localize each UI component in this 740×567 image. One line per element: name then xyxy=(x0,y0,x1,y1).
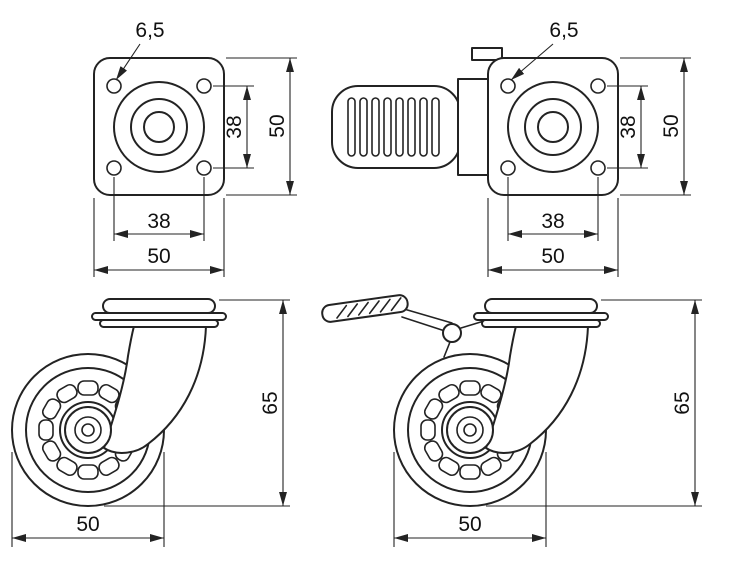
swivel-race-outer xyxy=(507,81,599,173)
dim-label-hole-spacing-horizontal: 38 xyxy=(541,210,564,233)
axle-boss xyxy=(64,406,112,454)
dim-right-hole-spacing-vertical: 38 xyxy=(607,85,648,169)
swivel-race xyxy=(99,319,219,328)
swivel-race-flange xyxy=(473,312,609,321)
mounting-plate xyxy=(93,57,225,196)
dim-left-wheel-diameter: 50 xyxy=(11,452,165,547)
dim-right-plate-width: 50 xyxy=(487,198,619,277)
dim-right-plate-height: 50 xyxy=(620,57,691,196)
right-caster-side-view xyxy=(321,294,609,507)
mounting-plate xyxy=(487,57,619,196)
brake-bracket xyxy=(457,78,489,176)
fork xyxy=(485,325,589,454)
axle xyxy=(74,416,102,444)
right-caster-top-view xyxy=(331,47,619,196)
dim-right-hole-spacing-horizontal: 38 xyxy=(507,177,599,241)
fork xyxy=(103,325,207,454)
dim-label-wheel-diameter: 50 xyxy=(76,513,99,536)
swivel-race xyxy=(481,319,601,328)
dim-label-plate-height: 50 xyxy=(660,114,683,137)
dim-left-hole-spacing-vertical: 38 xyxy=(213,85,254,169)
brake-pedal xyxy=(321,294,485,358)
dim-label-hole-spacing-vertical: 38 xyxy=(223,115,246,138)
axle-boss xyxy=(446,406,494,454)
plate-hole xyxy=(196,160,212,176)
swivel-race-flange xyxy=(91,312,227,321)
brake-pivot xyxy=(442,323,462,343)
dim-right-wheel-diameter: 50 xyxy=(393,452,547,547)
dim-left-hole-diameter: 6,5 xyxy=(115,19,165,81)
dim-label-hole-spacing-horizontal: 38 xyxy=(147,210,170,233)
dim-left-overall-height: 65 xyxy=(104,299,290,507)
dim-label-plate-width: 50 xyxy=(147,245,170,268)
dim-label-overall-height: 65 xyxy=(259,391,282,414)
plate-hole xyxy=(106,160,122,176)
dim-label-wheel-diameter: 50 xyxy=(458,513,481,536)
dim-label-hole-diameter: 6,5 xyxy=(549,19,578,42)
center-hole xyxy=(537,111,569,143)
plate-hole xyxy=(500,160,516,176)
dim-right-overall-height: 65 xyxy=(486,299,702,507)
swivel-race-outer xyxy=(113,81,205,173)
plate-hole xyxy=(196,78,212,94)
top-plate-edge xyxy=(484,298,598,314)
left-caster-side-view xyxy=(11,298,227,507)
axle-center xyxy=(81,423,95,437)
wheel xyxy=(11,353,165,507)
dim-right-hole-diameter: 6,5 xyxy=(510,19,579,81)
axle-center xyxy=(463,423,477,437)
center-hole xyxy=(143,111,175,143)
brake-pin xyxy=(443,341,451,358)
plate-hole xyxy=(590,160,606,176)
brake-lever xyxy=(331,47,503,176)
plate-hole xyxy=(500,78,516,94)
swivel-race-inner xyxy=(524,98,582,156)
plate-hole xyxy=(590,78,606,94)
dim-label-overall-height: 65 xyxy=(671,391,694,414)
dim-label-hole-spacing-vertical: 38 xyxy=(617,115,640,138)
dim-left-plate-width: 50 xyxy=(93,198,225,277)
dim-left-plate-height: 50 xyxy=(226,57,297,196)
dim-left-hole-spacing-horizontal: 38 xyxy=(113,177,205,241)
brake-clip xyxy=(471,47,503,61)
top-plate-edge xyxy=(102,298,216,314)
plate-hole xyxy=(106,78,122,94)
dim-label-plate-width: 50 xyxy=(541,245,564,268)
left-caster-top-view xyxy=(93,57,225,196)
axle xyxy=(456,416,484,444)
dim-label-hole-diameter: 6,5 xyxy=(135,19,164,42)
swivel-race-inner xyxy=(130,98,188,156)
dim-label-plate-height: 50 xyxy=(266,114,289,137)
